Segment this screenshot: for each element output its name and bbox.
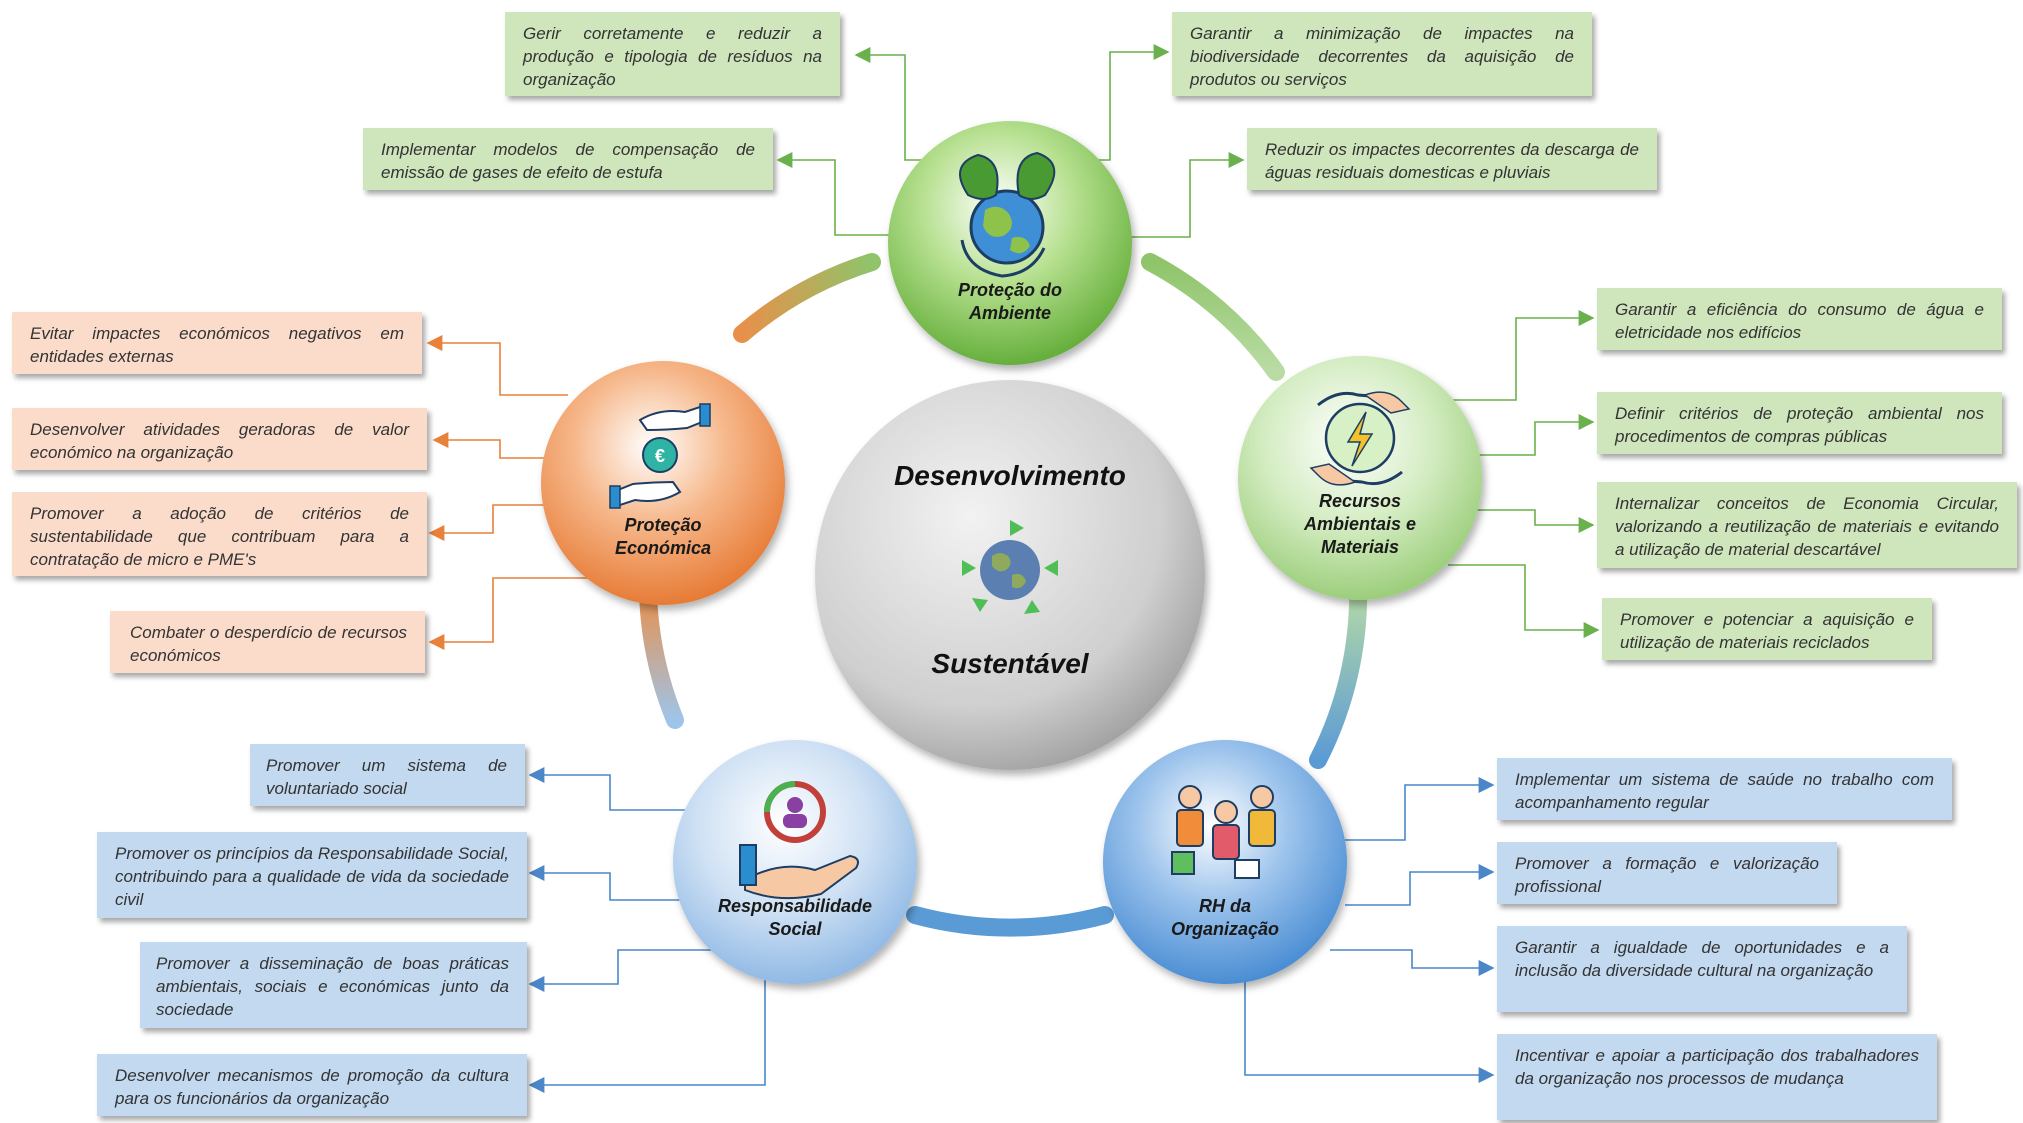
pillar-label-line: Responsabilidade	[717, 896, 873, 916]
pillar-label-line: Proteção	[624, 515, 702, 535]
recycling-globe-icon	[962, 520, 1058, 614]
rh-item-box: Incentivar e apoiar a participação dos t…	[1497, 1034, 1937, 1120]
social-item-box: Promover um sistema de voluntariado soci…	[250, 744, 525, 806]
leaf-globe-icon	[959, 151, 1056, 278]
pillar-circle-rh	[1103, 740, 1347, 984]
connectors-recursos	[1448, 310, 1600, 638]
pillar-label-line: Social	[768, 919, 822, 939]
connectors-social	[528, 767, 766, 1093]
ambiente-item-box: Implementar modelos de compensação de em…	[363, 128, 773, 190]
rh-item-box: Garantir a igualdade de oportunidades e …	[1497, 926, 1907, 1012]
pillar-label-line: RH da	[1198, 896, 1251, 916]
recursos-item-box: Internalizar conceitos de Economia Circu…	[1597, 482, 2017, 568]
ambiente-item-box: Reduzir os impactes decorrentes da desca…	[1247, 128, 1657, 190]
pillar-label-line: Proteção do	[957, 280, 1063, 300]
economica-item-box: Combater o desperdício de recursos econó…	[110, 611, 425, 673]
pillar-label-recursos: Recursos Ambientais e Materiais	[1260, 490, 1460, 559]
pillar-label-line: Económica	[614, 538, 712, 558]
pillar-label-line: Materiais	[1320, 537, 1400, 557]
pillar-label-line: Ambiente	[968, 303, 1051, 323]
svg-text:€: €	[655, 446, 665, 466]
ring	[639, 253, 1368, 937]
energy-hands-icon	[1309, 391, 1411, 486]
pillar-circle-recursos	[1238, 356, 1482, 600]
pillar-label-line: Recursos	[1318, 491, 1402, 511]
recursos-item-box: Definir critérios de proteção ambiental …	[1597, 392, 2002, 454]
pillar-circle-social	[673, 740, 917, 984]
social-item-box: Promover a disseminação de boas práticas…	[140, 942, 527, 1028]
pillar-label-social: Responsabilidade Social	[695, 895, 895, 941]
people-group-icon	[1171, 785, 1276, 879]
rh-item-box: Implementar um sistema de saúde no traba…	[1497, 758, 1952, 820]
social-item-box: Desenvolver mecanismos de promoção da cu…	[97, 1054, 527, 1116]
center-title-line1: Desenvolvimento	[894, 460, 1126, 491]
pillar-label-line: Ambientais e	[1303, 514, 1417, 534]
economica-item-box: Promover a adoção de critérios de susten…	[12, 492, 427, 576]
euro-hands-icon: €	[609, 403, 711, 509]
recursos-item-box: Promover e potenciar a aquisição e utili…	[1602, 598, 1932, 660]
connectors-economica	[426, 335, 590, 650]
recursos-item-box: Garantir a eficiência do consumo de água…	[1597, 288, 2002, 350]
pillar-label-line: Organização	[1170, 919, 1280, 939]
connectors-rh	[1244, 777, 1495, 1083]
center-title-line2: Sustentável	[931, 648, 1089, 679]
ambiente-item-box: Garantir a minimização de impactes na bi…	[1172, 12, 1592, 96]
ambiente-item-box: Gerir corretamente e reduzir a produção …	[505, 12, 840, 96]
economica-item-box: Desenvolver atividades geradoras de valo…	[12, 408, 427, 470]
economica-item-box: Evitar impactes económicos negativos em …	[12, 312, 422, 374]
pillar-label-rh: RH da Organização	[1125, 895, 1325, 941]
people-cycle-hand-icon	[739, 781, 859, 900]
rh-item-box: Promover a formação e valorização profis…	[1497, 842, 1837, 904]
pillar-label-ambiente: Proteção do Ambiente	[910, 279, 1110, 325]
pillar-label-economica: Proteção Económica	[563, 514, 763, 560]
social-item-box: Promover os princípios da Responsabilida…	[97, 832, 527, 918]
